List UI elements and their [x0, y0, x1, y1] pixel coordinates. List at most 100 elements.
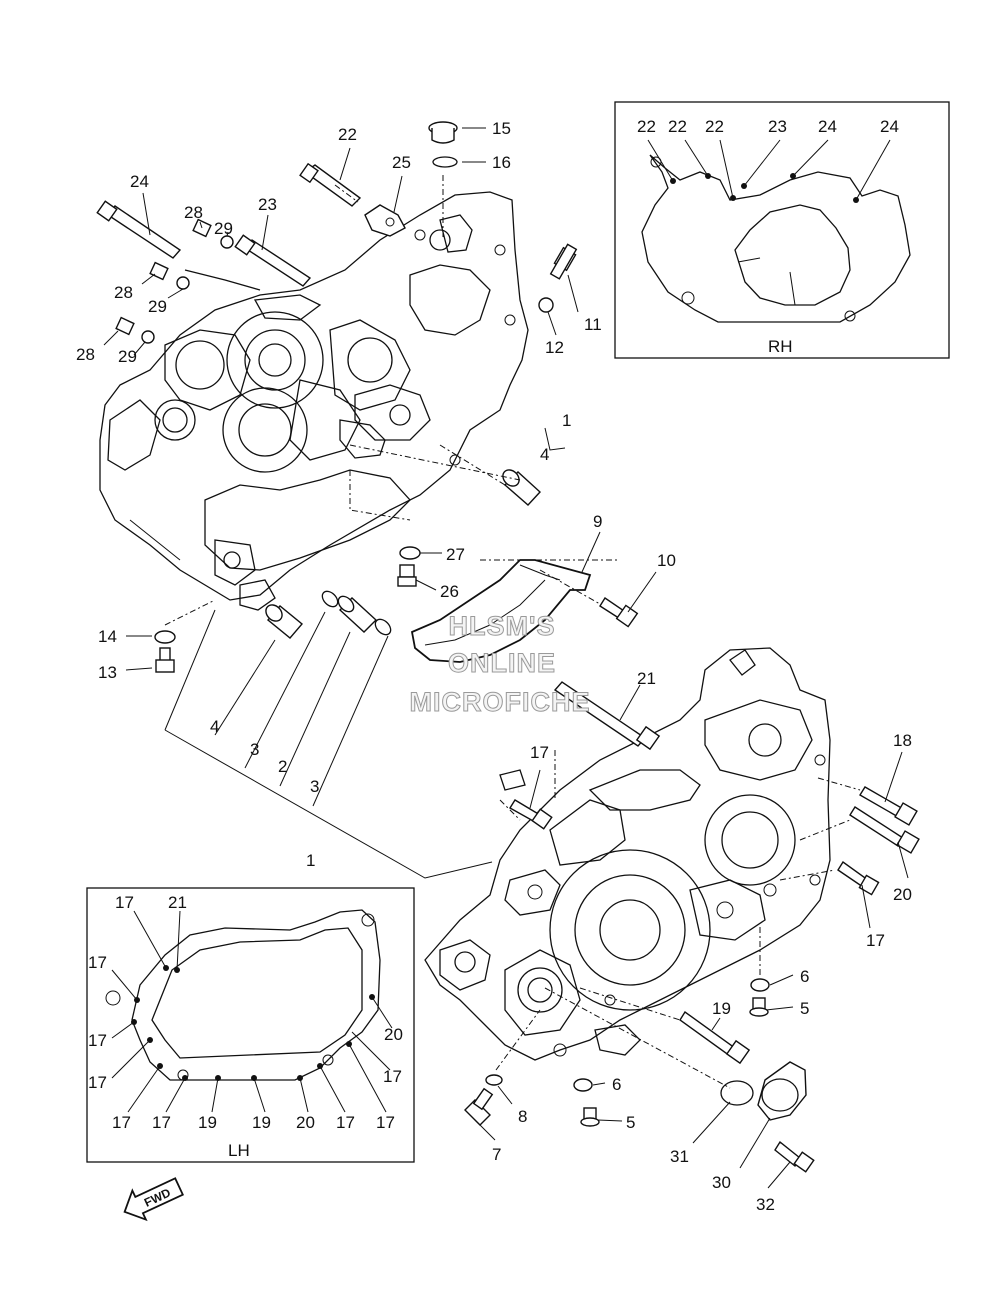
watermark: HLSM'S ONLINE MICROFICHE [409, 611, 591, 718]
lh-label: 17 [376, 1113, 395, 1132]
callout-label: 9 [593, 512, 602, 531]
rh-label: 22 [668, 117, 687, 136]
lh-inset-title: LH [228, 1141, 250, 1160]
callout-label: 3 [250, 740, 259, 759]
callout-label: 20 [893, 885, 912, 904]
o-ring-16 [432, 156, 458, 168]
callout-label: 25 [392, 153, 411, 172]
bolt-11 [549, 243, 578, 280]
callout-label: 30 [712, 1173, 731, 1192]
crankcase-left-half [99, 191, 529, 611]
callout-label: 15 [492, 119, 511, 138]
callout-label: 6 [800, 967, 809, 986]
bolt-18 [859, 786, 918, 826]
bolt-26 [397, 564, 417, 587]
pipe-2 [337, 595, 378, 633]
washer-12 [538, 297, 554, 313]
rh-label: 24 [880, 117, 899, 136]
rh-label: 23 [768, 117, 787, 136]
callout-label: 21 [637, 669, 656, 688]
clamp-25 [364, 204, 406, 237]
cover-30 [757, 1061, 807, 1121]
bolt-24 [96, 200, 182, 259]
dowel-4-lower [265, 604, 303, 639]
lh-label: 17 [88, 1073, 107, 1092]
bolt-22 [299, 162, 362, 207]
lh-label: 17 [112, 1113, 131, 1132]
plug-15 [428, 121, 458, 144]
assembly-bracket [164, 427, 861, 1021]
bolt-17-mid [509, 799, 553, 830]
lh-label: 19 [252, 1113, 271, 1132]
callout-label: 27 [446, 545, 465, 564]
callout-label: 5 [626, 1113, 635, 1132]
callout-label: 29 [214, 219, 233, 238]
callout-label: 5 [800, 999, 809, 1018]
callout-label: 10 [657, 551, 676, 570]
watermark-line: ONLINE [448, 648, 556, 678]
callout-label: 8 [518, 1107, 527, 1126]
watermark-line: MICROFICHE [410, 687, 591, 717]
fwd-arrow-icon: FWD [123, 1177, 185, 1222]
rh-label: 22 [705, 117, 724, 136]
callout-label: 6 [612, 1075, 621, 1094]
lh-label: 20 [384, 1025, 403, 1044]
callout-label: 23 [258, 195, 277, 214]
callout-label: 32 [756, 1195, 775, 1214]
bolt-21 [553, 681, 661, 751]
bolt-20-right [849, 806, 920, 854]
callout-label: 1 [562, 411, 571, 430]
lh-label: 21 [168, 893, 187, 912]
bolt-10 [539, 569, 639, 628]
hardware [96, 121, 920, 1173]
o-ring-31 [720, 1080, 754, 1106]
o-ring-3 [321, 590, 339, 608]
callout-label: 28 [76, 345, 95, 364]
bolt-17-right [837, 860, 880, 896]
dowel-4-upper [502, 469, 541, 506]
lh-label: 20 [296, 1113, 315, 1132]
callout-label: 4 [210, 717, 219, 736]
bolt-7 [464, 1087, 494, 1126]
callout-label: 19 [712, 999, 731, 1018]
callout-label: 24 [130, 172, 149, 191]
washer-14 [154, 630, 176, 644]
rh-label: 22 [637, 117, 656, 136]
callout-label: 2 [278, 757, 287, 776]
callout-label: 22 [338, 125, 357, 144]
callout-label: 17 [866, 931, 885, 950]
callout-label: 4 [540, 445, 549, 464]
rh-inset-title: RH [768, 337, 793, 356]
washer-27 [399, 546, 421, 560]
crankcase-right-half [424, 647, 831, 1061]
washer-8 [485, 1074, 503, 1086]
watermark-line: HLSM'S [449, 611, 556, 641]
lh-label: 17 [88, 1031, 107, 1050]
callout-labels: 22 15 25 16 24 28 29 23 28 29 11 12 28 2… [76, 119, 912, 1214]
bolt-5 [749, 997, 769, 1017]
callout-label: 26 [440, 582, 459, 601]
lh-label: 17 [152, 1113, 171, 1132]
lh-label: 17 [88, 953, 107, 972]
callout-label: 11 [584, 315, 602, 334]
washer-6 [573, 1078, 593, 1092]
lh-label: 17 [115, 893, 134, 912]
lh-label: 17 [336, 1113, 355, 1132]
callout-label: 13 [98, 663, 117, 682]
callout-label: 17 [530, 743, 549, 762]
bolt-23 [234, 234, 312, 287]
callout-label: 29 [148, 297, 167, 316]
callout-label: 3 [310, 777, 319, 796]
callout-label: 7 [492, 1145, 501, 1164]
leader-lines [103, 127, 909, 1189]
lh-inset: 17 21 17 17 20 17 17 17 17 19 19 20 17 1… [86, 887, 415, 1163]
lh-label: 17 [383, 1067, 402, 1086]
bolt-32 [774, 1140, 815, 1173]
callout-label: 12 [545, 338, 564, 357]
bolt-19 [679, 1010, 751, 1065]
callout-label: 28 [114, 283, 133, 302]
callout-label: 14 [98, 627, 117, 646]
washer-6 [750, 978, 770, 992]
callout-label: 16 [492, 153, 511, 172]
